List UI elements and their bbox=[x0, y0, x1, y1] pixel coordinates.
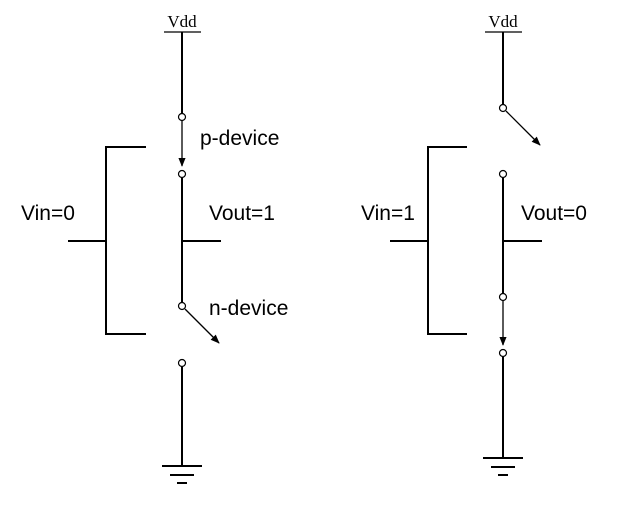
right-vin-label: Vin=1 bbox=[361, 202, 415, 225]
left-input-gate bbox=[68, 146, 146, 335]
left-p-terminal-top bbox=[177, 112, 187, 122]
right-vdd-label: Vdd bbox=[488, 12, 518, 31]
left-p-terminal-bottom bbox=[177, 169, 187, 179]
right-vout-label: Vout=0 bbox=[521, 202, 587, 225]
right-p-terminal-top bbox=[498, 103, 508, 113]
left-n-switch-blade bbox=[184, 308, 220, 344]
right-circuit: Vdd Vout=0 Vin=1 bbox=[361, 12, 587, 476]
right-ground-icon bbox=[483, 457, 523, 476]
left-vdd-supply: Vdd bbox=[164, 12, 201, 33]
left-p-device-switch bbox=[177, 112, 187, 179]
left-n-device-switch bbox=[177, 301, 220, 368]
right-vdd-supply: Vdd bbox=[485, 12, 522, 33]
right-n-terminal-bottom bbox=[498, 348, 508, 358]
right-gate-bracket bbox=[427, 146, 467, 335]
left-p-device-label: p-device bbox=[200, 127, 279, 150]
left-n-terminal-top bbox=[177, 301, 187, 311]
left-circuit: Vdd p-device Vout=1 n-device Vin=0 bbox=[21, 12, 288, 484]
left-vin-label: Vin=0 bbox=[21, 202, 75, 225]
right-input-gate bbox=[390, 146, 467, 335]
right-p-device-switch bbox=[498, 103, 541, 179]
right-n-terminal-top bbox=[498, 292, 508, 302]
left-vout-label: Vout=1 bbox=[209, 202, 275, 225]
left-vdd-label: Vdd bbox=[167, 12, 197, 31]
right-p-switch-blade bbox=[505, 110, 541, 146]
left-n-terminal-bottom bbox=[177, 358, 187, 368]
left-ground-icon bbox=[162, 465, 202, 484]
left-n-device-label: n-device bbox=[209, 297, 288, 320]
right-p-terminal-bottom bbox=[498, 169, 508, 179]
right-n-device-switch bbox=[498, 292, 508, 358]
left-gate-bracket bbox=[105, 146, 146, 335]
